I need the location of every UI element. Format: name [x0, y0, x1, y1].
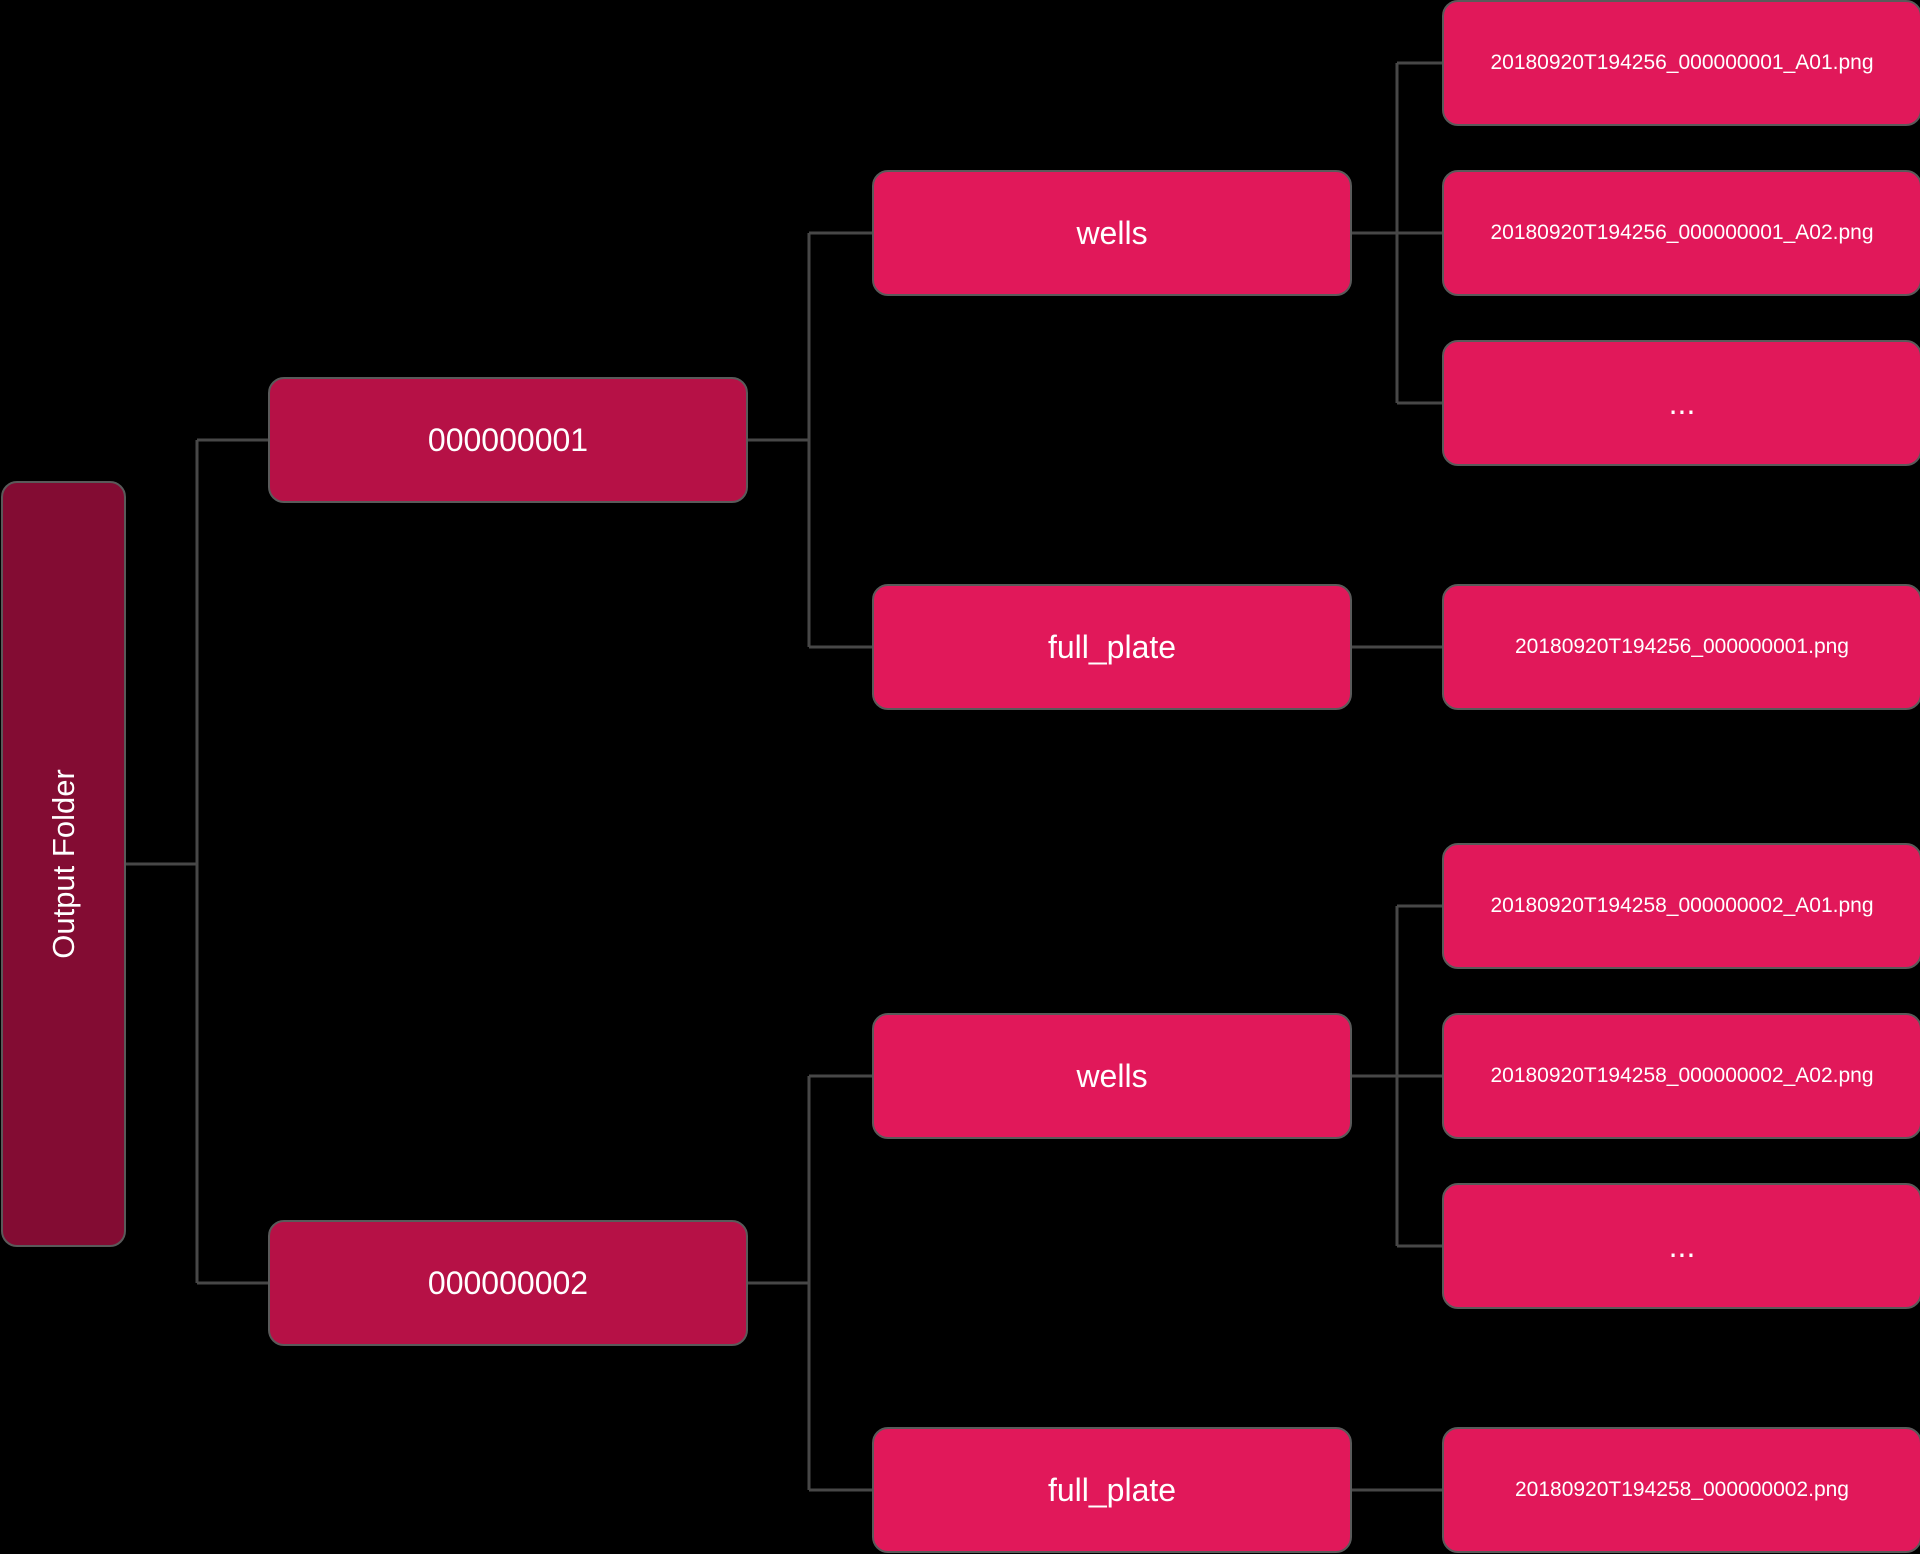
file-node: 20180920T194256_000000001_A01.png [1442, 0, 1920, 126]
wells-folder-node: wells [872, 170, 1352, 296]
connector-plate2-wells-files [1352, 904, 1442, 1248]
more-files-ellipsis: ... [1668, 384, 1696, 421]
full-plate-folder-label: full_plate [1047, 1471, 1177, 1508]
plate-folder-node: 000000001 [268, 377, 748, 503]
file-node: 20180920T194258_000000002.png [1442, 1427, 1920, 1553]
file-name: 20180920T194258_000000002_A01.png [1490, 894, 1874, 917]
output-folder-label: Output Folder [45, 769, 81, 959]
connector-root-plates [126, 438, 268, 1285]
output-folder-node: Output Folder [1, 481, 126, 1247]
full-plate-folder-node: full_plate [872, 1427, 1352, 1553]
connector-plate1-wells-files [1352, 61, 1442, 405]
full-plate-folder-label: full_plate [1047, 628, 1177, 665]
wells-folder-node: wells [872, 1013, 1352, 1139]
full-plate-folder-node: full_plate [872, 584, 1352, 710]
plate-folder-label: 000000002 [427, 1264, 589, 1301]
file-name: 20180920T194256_000000001_A01.png [1490, 51, 1874, 74]
file-name: 20180920T194258_000000002_A02.png [1490, 1064, 1874, 1087]
wells-folder-label: wells [1076, 1057, 1148, 1094]
file-name: 20180920T194256_000000001.png [1514, 635, 1849, 658]
plate-folder-label: 000000001 [427, 421, 589, 458]
more-files-node: ... [1442, 1183, 1920, 1309]
file-node: 20180920T194258_000000002_A01.png [1442, 843, 1920, 969]
more-files-node: ... [1442, 340, 1920, 466]
file-name: 20180920T194256_000000001_A02.png [1490, 221, 1874, 244]
more-files-ellipsis: ... [1668, 1227, 1696, 1264]
connector-plate1-subfolders [748, 231, 872, 649]
file-node: 20180920T194256_000000001_A02.png [1442, 170, 1920, 296]
file-node: 20180920T194256_000000001.png [1442, 584, 1920, 710]
file-node: 20180920T194258_000000002_A02.png [1442, 1013, 1920, 1139]
plate-folder-node: 000000002 [268, 1220, 748, 1346]
file-name: 20180920T194258_000000002.png [1514, 1478, 1849, 1501]
connector-plate2-subfolders [748, 1074, 872, 1492]
wells-folder-label: wells [1076, 214, 1148, 251]
